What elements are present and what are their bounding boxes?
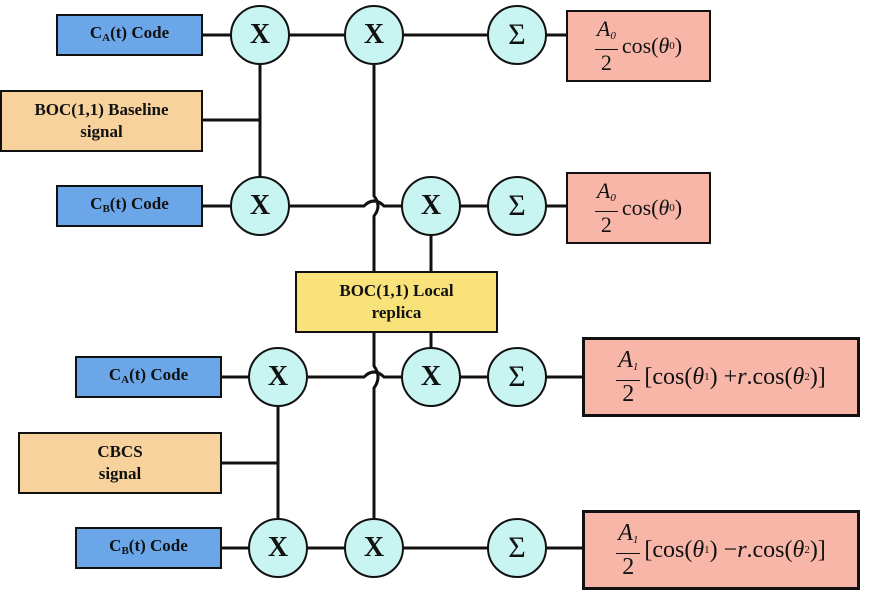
ca-code-label-bottom: CA(t) Code <box>108 364 189 386</box>
cb-code-label-bottom: CB(t) Code <box>109 535 188 557</box>
multiply-symbol: X <box>363 532 385 563</box>
ca-code-box-top: CA(t) Code <box>56 14 203 56</box>
cb-code-box-top: CB(t) Code <box>56 185 203 227</box>
sum-symbol: Σ <box>508 360 526 393</box>
sum-node-r3: Σ <box>487 347 547 407</box>
sum-node-r4: Σ <box>487 518 547 578</box>
multiply-symbol: X <box>249 19 271 50</box>
multiply-symbol: X <box>420 361 442 392</box>
multiply-symbol: X <box>249 190 271 221</box>
multiplier-node-r1-b: X <box>344 5 404 65</box>
multiplier-node-r4-b: X <box>344 518 404 578</box>
sum-node-r2: Σ <box>487 176 547 236</box>
multiplier-node-r3-a: X <box>248 347 308 407</box>
multiply-symbol: X <box>363 19 385 50</box>
sum-symbol: Σ <box>508 18 526 51</box>
multiplier-node-r1-a: X <box>230 5 290 65</box>
multiply-symbol: X <box>267 361 289 392</box>
sum-symbol: Σ <box>508 189 526 222</box>
cb-code-label-top: CB(t) Code <box>90 193 169 215</box>
ca-code-label-top: CA(t) Code <box>89 22 170 44</box>
sum-symbol: Σ <box>508 531 526 564</box>
cb-code-box-bottom: CB(t) Code <box>75 527 222 569</box>
ca-code-box-bottom: CA(t) Code <box>75 356 222 398</box>
multiplier-node-r4-a: X <box>248 518 308 578</box>
sum-node-r1: Σ <box>487 5 547 65</box>
multiply-symbol: X <box>420 190 442 221</box>
multiply-symbol: X <box>267 532 289 563</box>
multiplier-node-r2-a: X <box>230 176 290 236</box>
multiplier-node-r2-b: X <box>401 176 461 236</box>
multiplier-node-r3-b: X <box>401 347 461 407</box>
